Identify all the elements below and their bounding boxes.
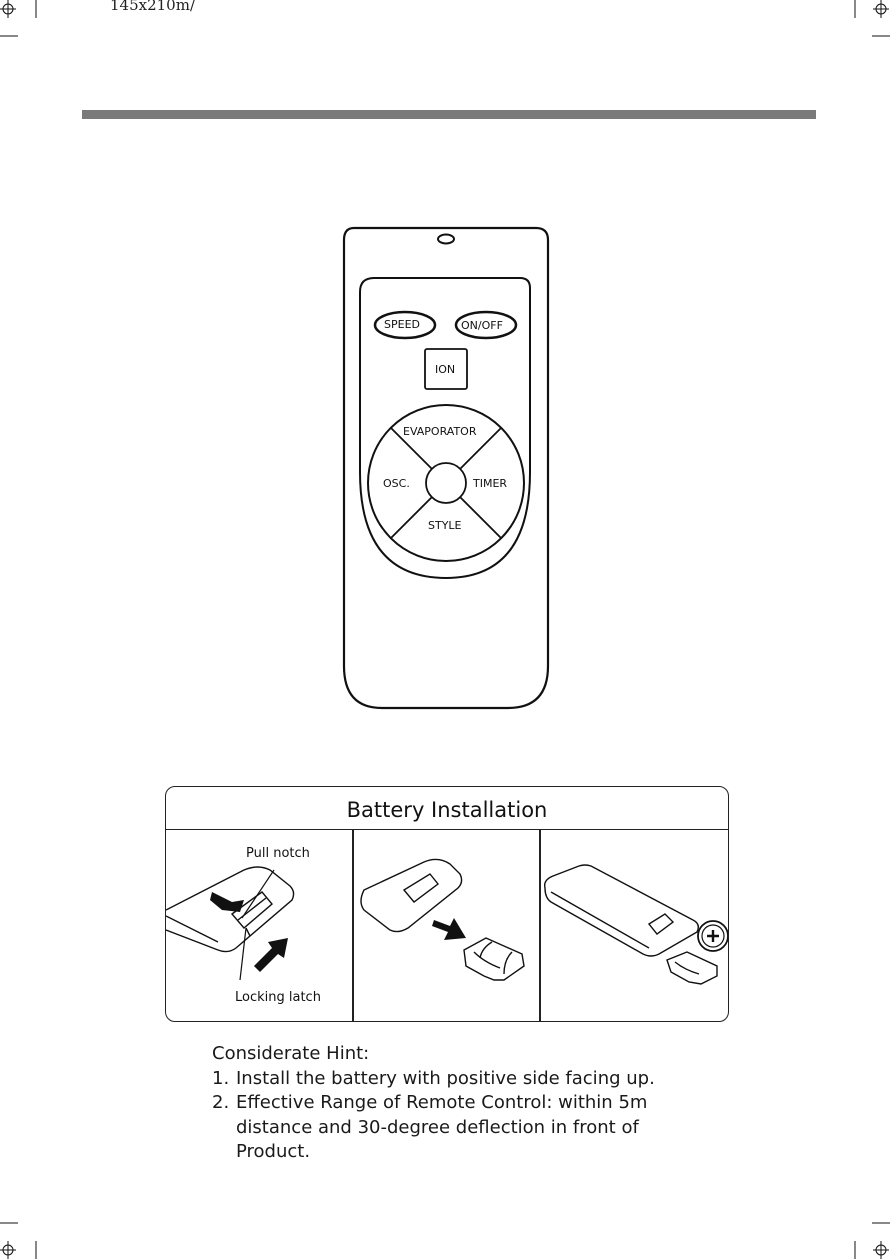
header-rule [82,110,816,119]
hint-title: Considerate Hint: [212,1042,732,1067]
step-3-illustration [541,830,729,1022]
arrow-up-right-icon [254,938,288,972]
hint-text: Effective Range of Remote Control: withi… [236,1091,672,1165]
arrow-down-right-icon [432,918,466,940]
arrow-left-icon [210,892,244,912]
pull-notch-callout: Pull notch [246,846,310,861]
remote-control-illustration: SPEED ON/OFF ION EVAPORATOR OSC. TIMER S… [330,222,560,712]
ir-lens-icon [438,235,454,244]
locking-latch-callout: Locking latch [235,990,321,1005]
hint-text: Install the battery with positive side f… [236,1067,655,1092]
osc-button[interactable]: OSC. [383,477,410,490]
print-size-mark: 145x210m/ [110,0,195,14]
step-2-illustration [354,830,539,1022]
hint-item-2: 2. Effective Range of Remote Control: wi… [212,1091,672,1165]
battery-installation-panel: Battery Installation Pull notch Locking … [165,786,729,1022]
speed-button[interactable]: SPEED [384,318,420,331]
evaporator-button[interactable]: EVAPORATOR [403,425,477,438]
ion-button[interactable]: ION [435,363,455,376]
timer-button[interactable]: TIMER [472,477,507,490]
hint-number: 2. [212,1091,236,1165]
remote-body [344,228,548,708]
considerate-hint-section: Considerate Hint: 1. Install the battery… [212,1042,732,1165]
style-button[interactable]: STYLE [428,519,462,532]
hint-number: 1. [212,1067,236,1092]
battery-installation-title: Battery Installation [166,787,728,830]
hint-item-1: 1. Install the battery with positive sid… [212,1067,732,1092]
on-off-button[interactable]: ON/OFF [461,319,503,332]
